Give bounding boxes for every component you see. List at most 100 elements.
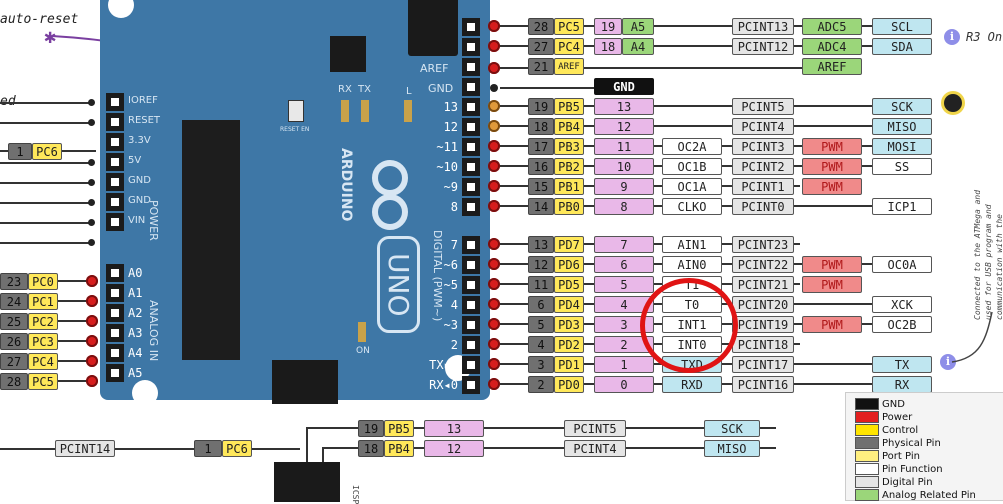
tx-label: TX xyxy=(358,84,371,95)
port-tag: PB5 xyxy=(554,98,584,115)
l-label: L xyxy=(406,86,412,97)
port-tag: PD6 xyxy=(554,256,584,273)
analog-pin-tag: A4 xyxy=(622,38,654,55)
pcint-tag: PCINT5 xyxy=(732,98,794,115)
digital-pin-tag: 12 xyxy=(594,118,654,135)
function-tag: RXD xyxy=(662,376,722,393)
pin-dot xyxy=(488,278,500,290)
power-header-label: GND xyxy=(128,195,151,206)
legend-swatch xyxy=(855,489,879,501)
arduino-brand: ARDUINO xyxy=(338,148,354,222)
digital-header-label: ~5 xyxy=(443,278,458,292)
pin-tag: 12 xyxy=(424,440,484,457)
digital-header-pin xyxy=(462,38,480,56)
port-tag: PB4 xyxy=(384,440,414,457)
led-icon xyxy=(944,94,962,112)
port-tag: PB1 xyxy=(554,178,584,195)
digital-header-label: ~10 xyxy=(436,160,458,174)
comm-tag: SS xyxy=(872,158,932,175)
digital-pin-tag: 9 xyxy=(594,178,654,195)
function-tag: AIN0 xyxy=(662,256,722,273)
row-wire xyxy=(500,105,930,107)
rx-label: RX xyxy=(338,84,352,95)
port-tag: PD3 xyxy=(554,316,584,333)
pin-dot xyxy=(488,200,500,212)
row-wire xyxy=(500,67,860,69)
pcint14-tag: PCINT14 xyxy=(55,440,115,457)
digital-header-label: 13 xyxy=(443,100,458,114)
info-icon[interactable]: i xyxy=(940,354,956,370)
pin-number: 27 xyxy=(528,38,554,55)
port-tag: PD1 xyxy=(554,356,584,373)
legend-item: Analog Related Pin xyxy=(855,489,976,501)
gnd-label: GND xyxy=(428,82,454,95)
digital-header-pin xyxy=(462,236,480,254)
power-header-pin xyxy=(106,93,124,111)
icsp-wire xyxy=(306,427,776,429)
analog-header-pin xyxy=(106,284,124,302)
legend-item: Power xyxy=(855,411,912,423)
pin-dot xyxy=(86,375,98,387)
digital-header-label: 2 xyxy=(450,338,458,352)
port-tag: PB5 xyxy=(384,420,414,437)
port-tag: PD2 xyxy=(554,336,584,353)
uart-bracket xyxy=(951,311,993,363)
port-tag: PD0 xyxy=(554,376,584,393)
pcint-tag: PCINT22 xyxy=(732,256,794,273)
left-port-tag: PC3 xyxy=(28,333,58,350)
pin-tag: 18 xyxy=(594,38,622,55)
port-tag: PC5 xyxy=(554,18,584,35)
r3-note: R3 On xyxy=(966,30,1003,44)
legend-swatch xyxy=(855,411,879,423)
left-port-tag: PC1 xyxy=(28,293,58,310)
pin-dot xyxy=(488,358,500,370)
analog-header-pin xyxy=(106,264,124,282)
power-header-pin xyxy=(106,113,124,131)
legend-swatch xyxy=(855,476,879,488)
left-port-tag: PC4 xyxy=(28,353,58,370)
info-icon[interactable]: i xyxy=(944,29,960,45)
left-port-tag: PC6 xyxy=(32,143,62,160)
pcint-tag: PCINT18 xyxy=(732,336,794,353)
pin-number: 16 xyxy=(528,158,554,175)
pin-dot xyxy=(86,335,98,347)
power-wire xyxy=(0,182,94,184)
digital-pin-tag: 11 xyxy=(594,138,654,155)
digital-pin-tag: 3 xyxy=(594,316,654,333)
function-tag: OC1A xyxy=(662,178,722,195)
pin-number: 18 xyxy=(528,118,554,135)
icsp-connector xyxy=(274,462,340,502)
digital-header-pin xyxy=(462,18,480,36)
analog-in-label: ANALOG IN xyxy=(147,300,160,362)
reset-jumper xyxy=(288,100,304,122)
pin-dot xyxy=(86,355,98,367)
digital-pin-tag: 8 xyxy=(594,198,654,215)
pin-dot xyxy=(488,40,500,52)
left-pin-number: 28 xyxy=(0,373,28,390)
pcint-tag: PCINT19 xyxy=(732,316,794,333)
digital-pin-tag: 5 xyxy=(594,276,654,293)
pin-dot xyxy=(88,199,95,206)
comm-tag: MISO xyxy=(872,118,932,135)
left-port-tag: PC0 xyxy=(28,273,58,290)
on-label: ON xyxy=(356,346,370,356)
port-tag: PD7 xyxy=(554,236,584,253)
pin-dot xyxy=(488,238,500,250)
pin-number: 6 xyxy=(528,296,554,313)
row-wire xyxy=(500,45,915,47)
power-header-pin xyxy=(106,213,124,231)
pcint-tag: PCINT2 xyxy=(732,158,794,175)
pin-number: 18 xyxy=(358,440,384,457)
row-wire xyxy=(500,125,930,127)
power-header-pin xyxy=(106,153,124,171)
digital-header-pin xyxy=(462,178,480,196)
pin-dot xyxy=(488,258,500,270)
pin-number: 12 xyxy=(528,256,554,273)
comm-tag: XCK xyxy=(872,296,932,313)
power-header-label: 3.3V xyxy=(128,135,151,146)
pin-number: 13 xyxy=(528,236,554,253)
icsp-wire xyxy=(322,447,776,449)
legend-label: Port Pin xyxy=(882,451,920,462)
analog-header-label: A1 xyxy=(128,286,143,300)
analog-header-pin xyxy=(106,344,124,362)
